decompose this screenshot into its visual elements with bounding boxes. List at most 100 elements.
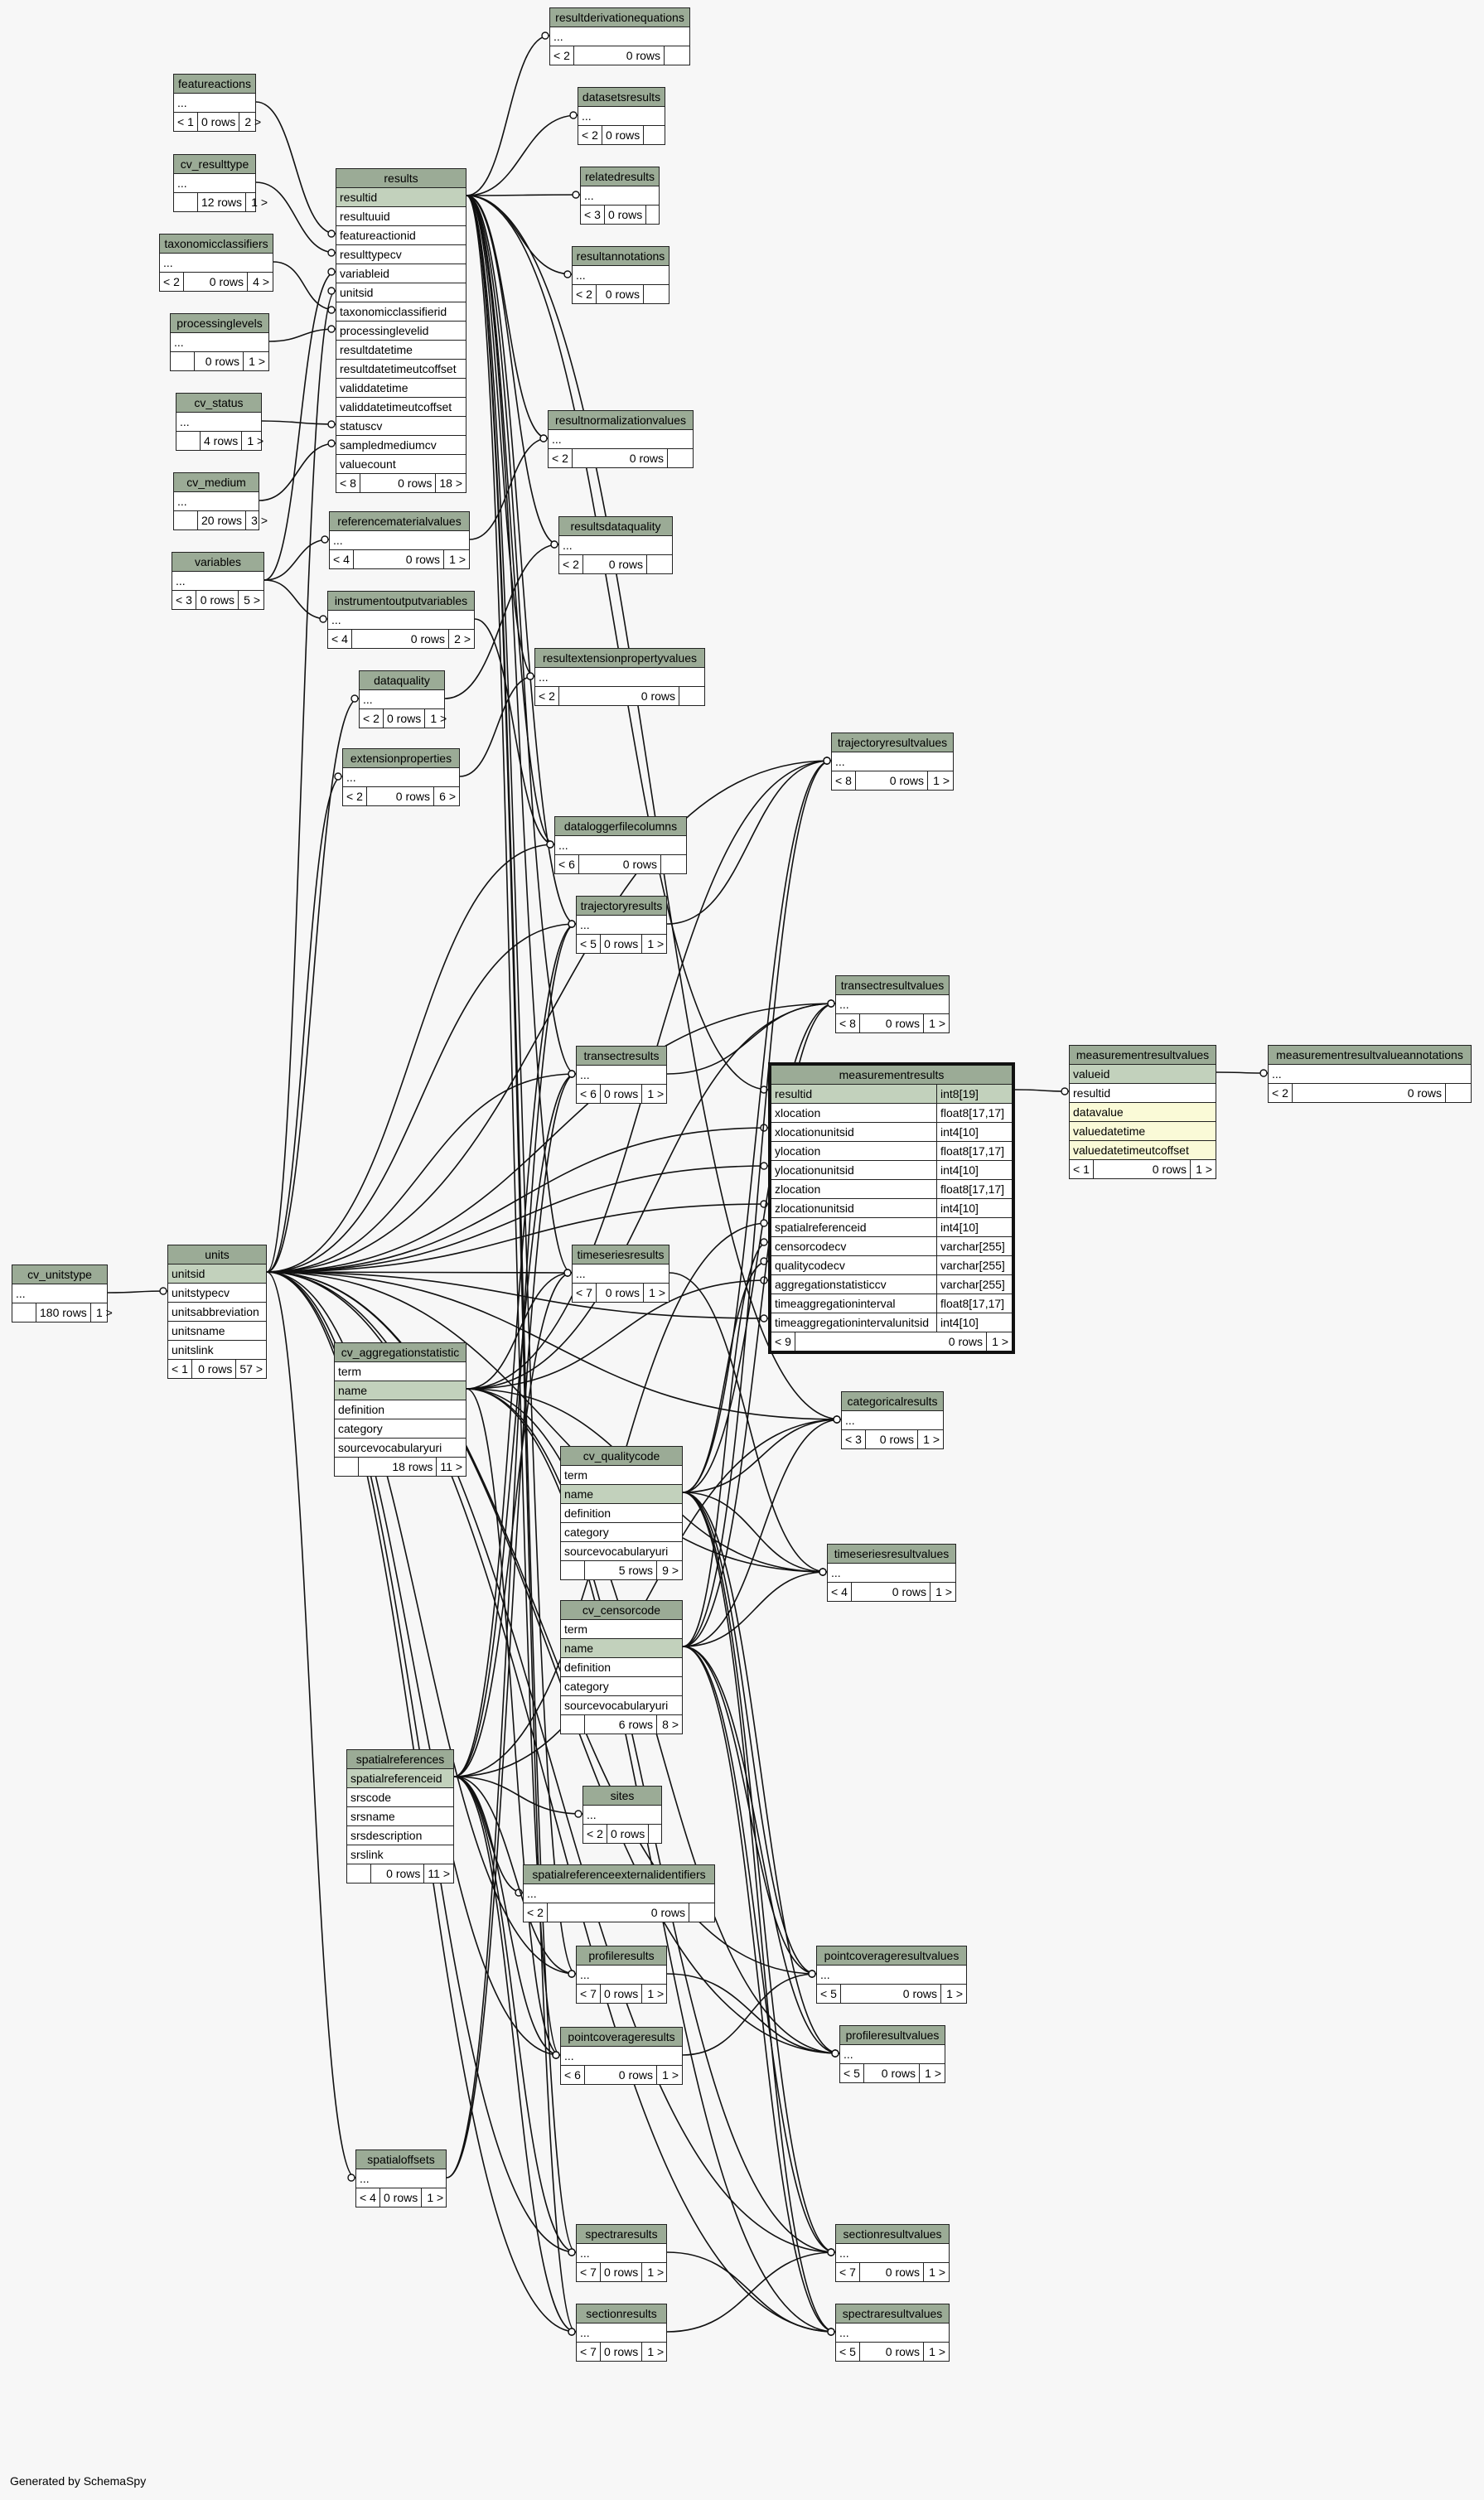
child-count[interactable]: 1 > [929, 2345, 945, 2358]
child-count[interactable]: 1 > [662, 2068, 679, 2082]
parent-count[interactable]: < 2 [559, 555, 583, 573]
child-count[interactable]: 3 > [251, 514, 268, 527]
parent-count[interactable]: < 8 [836, 1014, 860, 1032]
parent-count[interactable]: < 6 [577, 1085, 601, 1103]
parent-count[interactable] [561, 1715, 585, 1734]
parent-count[interactable]: < 5 [817, 1985, 841, 2003]
child-count[interactable]: 1 > [249, 355, 265, 368]
child-count[interactable]: 1 > [929, 1017, 945, 1030]
child-count[interactable]: 1 > [647, 2345, 665, 2358]
parent-count[interactable] [171, 352, 195, 370]
child-count[interactable]: 1 > [95, 1306, 113, 1319]
child-count[interactable] [665, 46, 689, 65]
parent-count[interactable]: < 4 [328, 630, 352, 648]
parent-count[interactable]: < 9 [771, 1332, 795, 1351]
child-count[interactable]: 8 > [662, 1718, 679, 1731]
child-count[interactable] [649, 1825, 674, 1843]
parent-count[interactable]: < 7 [573, 1284, 597, 1302]
parent-count[interactable]: < 2 [524, 1903, 548, 1922]
parent-count[interactable]: < 1 [174, 113, 198, 131]
child-count[interactable]: 1 > [647, 2265, 665, 2279]
child-count[interactable]: 11 > [428, 1867, 450, 1880]
parent-count[interactable]: < 2 [343, 787, 367, 805]
parent-count[interactable] [335, 1458, 359, 1476]
child-count[interactable] [668, 449, 693, 467]
parent-count[interactable]: < 2 [360, 709, 384, 728]
parent-count[interactable]: < 7 [577, 2343, 601, 2361]
parent-count[interactable]: < 6 [555, 855, 579, 873]
child-count[interactable]: 1 > [647, 1087, 665, 1100]
child-count[interactable]: 57 > [239, 1362, 263, 1376]
parent-count[interactable]: < 7 [577, 2263, 601, 2281]
child-count[interactable]: 1 > [649, 1286, 665, 1299]
child-count[interactable]: 1 > [430, 712, 447, 725]
table-spatialreferenceexternalidentifiers[interactable]: spatialreferenceexternalidentifiers...< … [523, 1864, 715, 1922]
parent-count[interactable]: < 2 [573, 285, 597, 303]
parent-count[interactable]: < 2 [160, 273, 184, 291]
parent-count[interactable] [347, 1864, 371, 1883]
child-count[interactable]: 2 > [454, 632, 471, 646]
child-count[interactable]: 1 > [946, 1987, 963, 2000]
child-count[interactable]: 5 > [244, 593, 260, 607]
child-count[interactable]: 18 > [439, 476, 462, 490]
child-count[interactable]: 1 > [1196, 1163, 1212, 1176]
parent-count[interactable]: < 3 [172, 591, 196, 609]
parent-count[interactable]: < 3 [581, 206, 605, 224]
child-count[interactable]: 1 > [427, 2191, 444, 2204]
parent-count[interactable]: < 7 [836, 2263, 860, 2281]
child-count[interactable] [661, 855, 686, 873]
parent-count[interactable] [12, 1303, 36, 1322]
child-count[interactable] [646, 206, 671, 224]
child-count[interactable]: 2 > [244, 115, 262, 128]
parent-count[interactable]: < 5 [840, 2064, 864, 2082]
parent-count[interactable]: < 2 [550, 46, 574, 65]
child-count[interactable]: 4 > [253, 275, 269, 288]
child-count[interactable]: 1 > [935, 1585, 952, 1598]
child-count[interactable]: 9 > [662, 1564, 679, 1577]
parent-count[interactable]: < 4 [356, 2188, 380, 2207]
parent-count[interactable]: < 1 [168, 1360, 192, 1378]
child-count[interactable]: 1 > [247, 434, 264, 447]
parent-count[interactable] [561, 1561, 585, 1579]
parent-count[interactable]: < 2 [1269, 1084, 1293, 1102]
child-count[interactable]: 1 > [925, 2067, 941, 2080]
child-count[interactable] [647, 555, 672, 573]
child-count[interactable] [689, 1903, 714, 1922]
child-count[interactable]: 1 > [992, 1335, 1008, 1348]
child-count[interactable]: 11 > [440, 1460, 462, 1473]
parent-count[interactable]: < 6 [561, 2066, 585, 2084]
